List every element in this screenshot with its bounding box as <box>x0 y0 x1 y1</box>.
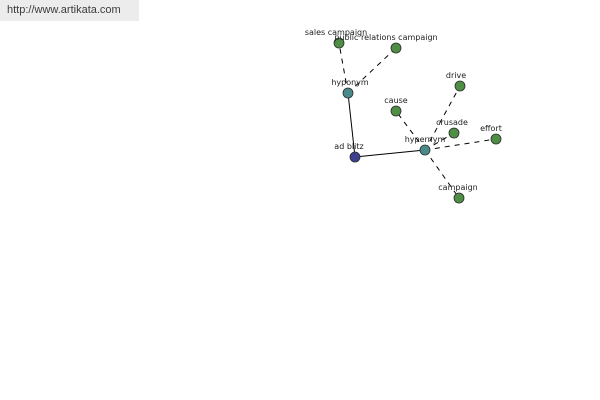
node-circle-crusade[interactable] <box>448 127 460 139</box>
graph-nodes: ad blitz hyponym hypernym sales campaignpub… <box>305 28 502 204</box>
node-label-cause: cause <box>384 96 408 105</box>
edge-ad-blitz-to-hyponym <box>347 92 356 158</box>
node-circle-hyponym[interactable] <box>342 87 354 99</box>
node-circle-cause[interactable] <box>390 105 402 117</box>
node-circle-effort[interactable] <box>490 133 502 145</box>
node-crusade[interactable]: crusade <box>436 118 468 139</box>
node-public-relations-campaign[interactable]: public relations campaign <box>334 33 438 54</box>
node-label-public-relations-campaign: public relations campaign <box>334 33 437 42</box>
node-effort[interactable]: effort <box>480 124 502 145</box>
node-label-ad-blitz: ad blitz <box>334 142 363 151</box>
edge-ad-blitz-to-hypernym <box>354 149 426 158</box>
node-label-drive: drive <box>446 71 466 80</box>
node-hypernym[interactable]: hypernym <box>405 135 446 156</box>
node-circle-hypernym[interactable] <box>419 144 431 156</box>
node-circle-ad-blitz[interactable] <box>349 151 361 163</box>
node-campaign[interactable]: campaign <box>438 183 478 204</box>
edge-hypernym-to-effort <box>424 138 497 151</box>
node-circle-drive[interactable] <box>454 80 466 92</box>
edge-hyponym-to-public-relations-campaign <box>347 47 397 94</box>
node-label-campaign: campaign <box>438 183 477 192</box>
node-cause[interactable]: cause <box>384 96 408 117</box>
node-circle-public-relations-campaign[interactable] <box>390 42 402 54</box>
source-banner: http://www.artikata.com <box>0 0 139 21</box>
node-label-hypernym: hypernym <box>405 135 446 144</box>
node-drive[interactable]: drive <box>446 71 466 92</box>
node-ad-blitz[interactable]: ad blitz <box>334 142 364 163</box>
source-link[interactable]: http://www.artikata.com <box>7 4 121 16</box>
edge-hypernym-to-cause <box>395 110 426 151</box>
node-label-effort: effort <box>480 124 502 133</box>
node-circle-campaign[interactable] <box>453 192 465 204</box>
edge-hyponym-to-sales-campaign <box>338 42 349 94</box>
node-hyponym[interactable]: hyponym <box>331 78 369 99</box>
node-circle-sales-campaign[interactable] <box>333 37 345 49</box>
edge-hypernym-to-drive <box>424 85 461 151</box>
node-label-crusade: crusade <box>436 118 468 127</box>
node-label-hyponym: hyponym <box>331 78 369 87</box>
node-label-sales-campaign: sales campaign <box>305 28 367 37</box>
node-sales-campaign[interactable]: sales campaign <box>305 28 367 49</box>
graph-edges <box>338 42 497 199</box>
